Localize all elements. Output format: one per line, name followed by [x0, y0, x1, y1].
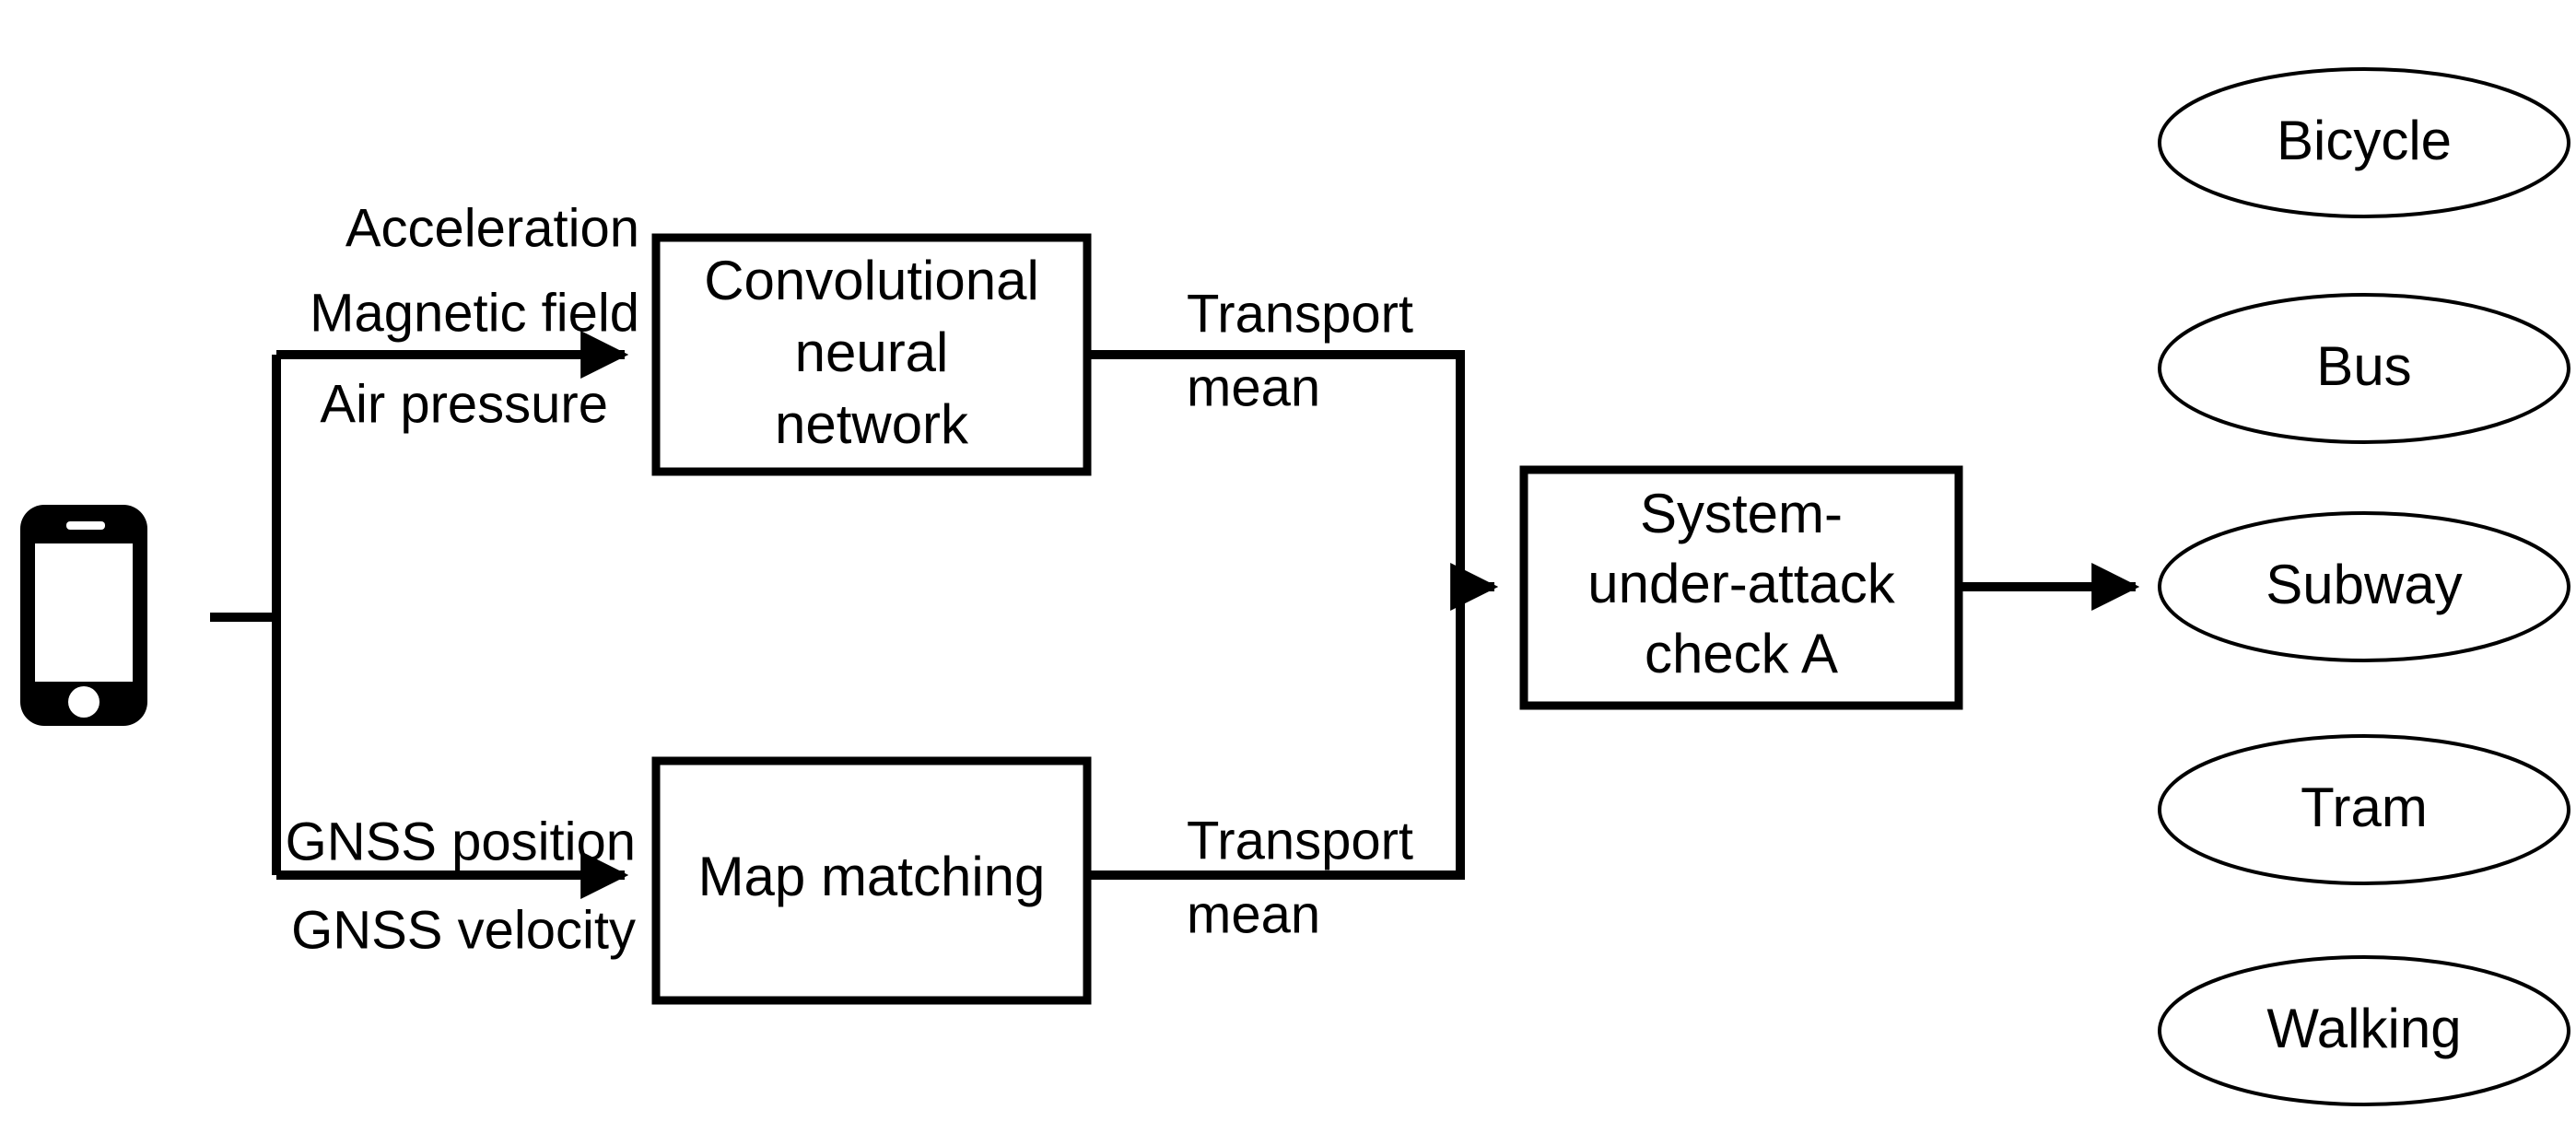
- edge-cnn-to-system: [1091, 350, 1465, 587]
- mapmatch-edge-label-line-1: Transport: [1187, 811, 1413, 870]
- mapmatch-edge-label-line-2: mean: [1187, 884, 1320, 944]
- node-convolutional-neural-network[interactable]: Convolutional neural network: [651, 233, 1092, 476]
- node-system-under-attack-check[interactable]: System- under-attack check A: [1519, 465, 1963, 710]
- map-matching-label: Map matching: [698, 846, 1046, 907]
- input-label-gnss-velocity: GNSS velocity: [291, 900, 636, 960]
- node-map-matching[interactable]: Map matching: [651, 756, 1092, 1005]
- output-node-tram[interactable]: Tram: [2158, 734, 2570, 885]
- system-check-label-line-3: check A: [1645, 623, 1838, 684]
- cnn-label-line-3: network: [775, 393, 969, 455]
- cnn-label-line-1: Convolutional: [704, 250, 1039, 311]
- smartphone-icon: [20, 505, 147, 726]
- phone-trunk-connector: [210, 355, 281, 875]
- input-labels-gnss: GNSS position GNSS velocity: [286, 812, 636, 960]
- input-labels-sensors: Acceleration Magnetic field Air pressure: [310, 198, 639, 434]
- edge-mapmatching-to-system: [1091, 587, 1465, 880]
- output-node-bus[interactable]: Bus: [2158, 293, 2570, 444]
- output-label-tram: Tram: [2301, 777, 2428, 838]
- cnn-edge-label-line-1: Transport: [1187, 284, 1413, 344]
- output-label-subway: Subway: [2266, 554, 2462, 615]
- output-label-bicycle: Bicycle: [2277, 110, 2452, 171]
- cnn-label-line-2: neural: [795, 321, 949, 383]
- input-label-air-pressure: Air pressure: [320, 374, 608, 434]
- output-label-walking: Walking: [2266, 998, 2461, 1059]
- output-node-subway[interactable]: Subway: [2158, 511, 2570, 662]
- cnn-edge-label-line-2: mean: [1187, 357, 1320, 417]
- edge-label-cnn-transport-mean: Transport mean: [1187, 284, 1413, 417]
- input-label-acceleration: Acceleration: [345, 198, 639, 258]
- output-node-bicycle[interactable]: Bicycle: [2158, 67, 2570, 218]
- system-check-label-line-1: System-: [1640, 483, 1843, 544]
- input-label-gnss-position: GNSS position: [286, 812, 636, 871]
- edge-label-mapmatching-transport-mean: Transport mean: [1187, 811, 1413, 944]
- input-label-magnetic-field: Magnetic field: [310, 283, 639, 343]
- output-label-bus: Bus: [2316, 335, 2411, 397]
- system-check-label-line-2: under-attack: [1587, 553, 1896, 614]
- output-node-walking[interactable]: Walking: [2158, 955, 2570, 1106]
